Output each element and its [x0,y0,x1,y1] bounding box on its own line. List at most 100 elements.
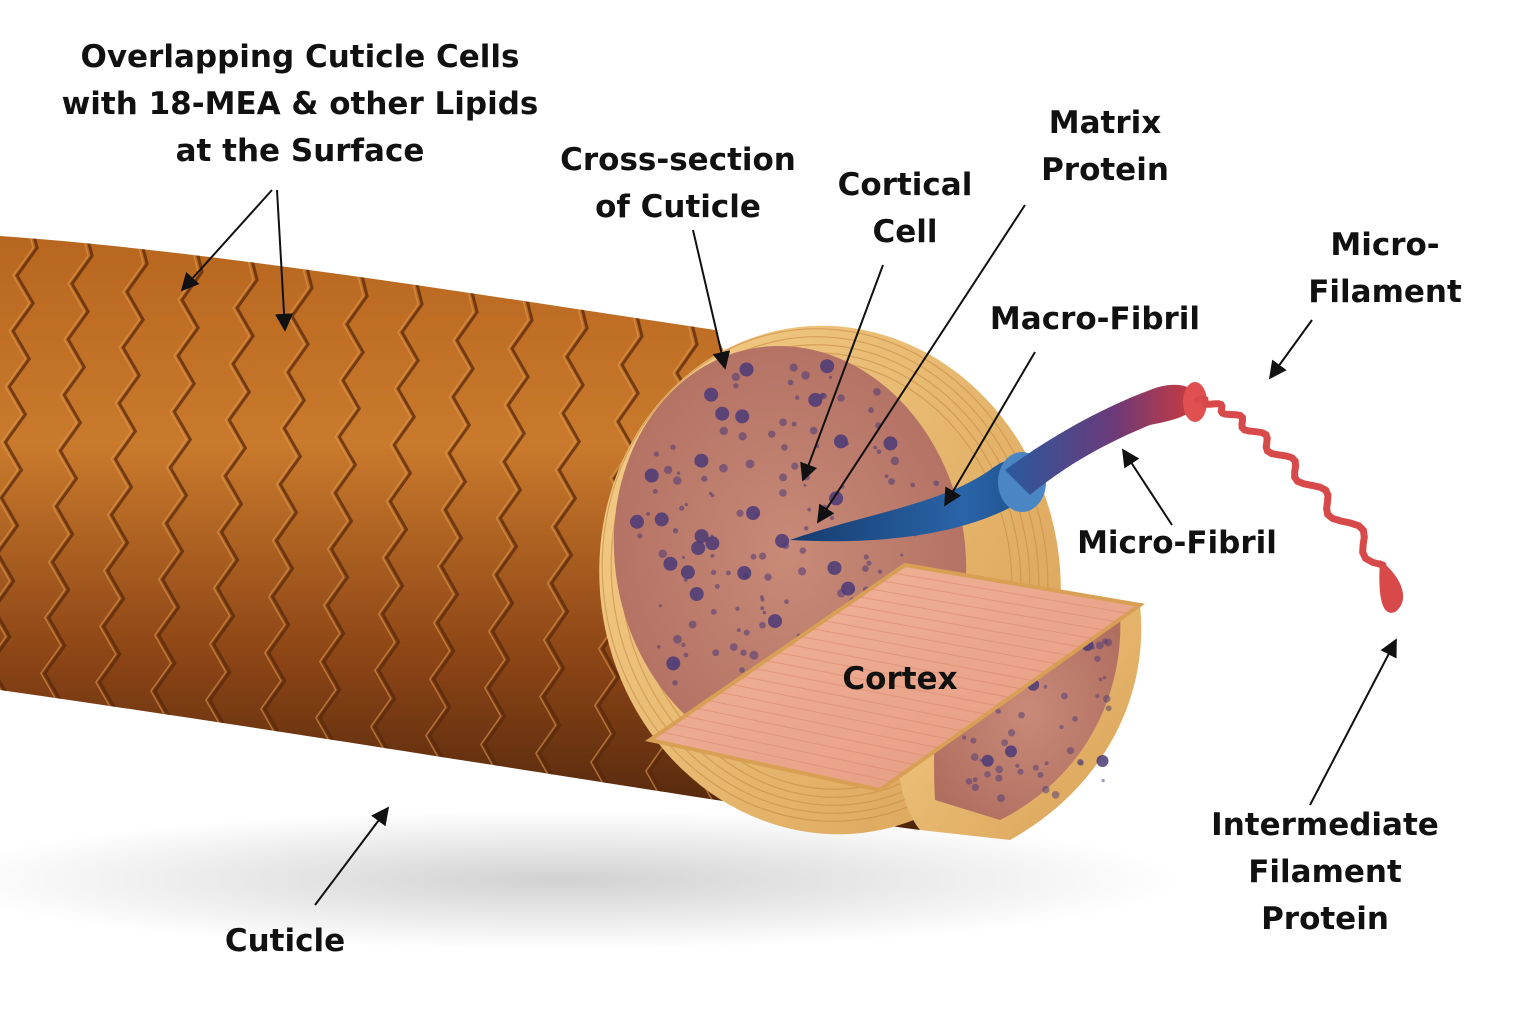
cortical-cell-dot [768,614,782,629]
slab-cortical-dot [984,771,991,778]
cortical-cell-dot [837,394,845,402]
slab-cortical-dot [1105,705,1112,712]
slab-cortical-dot [965,778,973,785]
cuticle-scale-highlight [201,251,254,757]
cortex-fiber-line [870,588,1105,631]
slab-cortical-dot [1042,785,1050,794]
arrow-icon [1122,448,1173,526]
cortical-cell-dot [900,553,904,557]
cortical-cell-dot [673,634,682,644]
cortical-cell-dot [910,482,916,488]
cortical-cell-dot [701,475,708,482]
slab-cortical-dot [979,758,983,762]
ground-shadow [0,810,1180,950]
cuticle-scale-highlight [476,291,529,802]
cortical-cell-dot [630,514,644,529]
cuticle-scale-edge [149,243,204,748]
arrow-icon [314,806,390,906]
cortex-fiber-line [696,707,928,757]
cortex-fiber-line [835,612,1070,656]
cortical-cell-dot [683,652,689,658]
cuticle-scale-highlight [531,299,584,811]
cortical-cell-dot [679,505,685,511]
cortex-fiber-line [742,675,975,724]
cortical-cell-dot [740,649,747,656]
cuticle-scale-highlight [0,236,34,721]
label-line: Protein [1041,152,1169,188]
cortical-cell-dot [750,553,757,560]
cortical-cell-dot [888,478,896,485]
cortical-cell-dot [890,456,900,466]
label-line: Matrix [1048,105,1162,141]
cortical-cell-dot [691,541,706,555]
cuticle-scale-highlight [421,283,474,793]
arrow-icon [800,264,884,482]
cortical-cell-dot [866,560,872,566]
cortical-cell-dot [829,375,833,379]
label-line: with 18-MEA & other Lipids [61,86,539,122]
cortex-fiber-line [707,699,940,749]
cortical-cell-dot [779,418,787,427]
cortical-cell-dot [841,581,856,596]
cortical-cell-dot [762,610,767,615]
cortical-cell-dot [807,507,812,512]
label-line: Cell [872,214,938,250]
label-line: Micro-Fibril [1077,525,1277,561]
cortical-cell-dot [688,620,697,629]
cuticle-scale-highlight [256,259,309,766]
label-line: Overlapping Cuticle Cells [80,39,520,75]
label-line: Micro- [1330,227,1440,263]
cortical-cell-dot [779,489,787,497]
cortical-cell-dot [819,392,826,398]
cuticle-scales [0,236,754,830]
slab-cortical-dot [1018,711,1025,719]
cortical-cell-dot [746,506,761,520]
cortical-cell-dot [715,406,730,421]
cuticle-scale-highlight [91,236,144,739]
label-cortical-cell: Cortical Cell [820,162,990,256]
slab-cortical-dot [1044,761,1049,766]
cortical-cell-dot [670,444,676,450]
micro-fibril [1005,384,1200,495]
cortical-cell-dot [743,573,749,579]
slab-cortical-dot [1015,763,1020,768]
arrow-icon [817,204,1026,524]
micro-fibril-end [1183,382,1207,422]
label-macro-fibril: Macro-Fibril [975,296,1215,343]
cortical-cell-dot [666,656,681,671]
cortex-fiber-line [789,644,1022,690]
slab-cortical-dot [970,753,979,761]
cortical-cell-dot [676,471,681,475]
cortex-fiber-line [881,580,1117,623]
slab-cortical-dot [995,765,1003,774]
slab-cortical-dot [1104,638,1113,647]
slab-cortical-dot [1066,746,1075,755]
slab-cortical-dot [1095,693,1100,699]
cortical-cell-dot [829,515,835,521]
label-line: Cross-section [560,142,796,178]
cortical-cell-dot [833,434,848,449]
arrow-icon [1309,638,1397,806]
cortical-cell-dot [710,534,714,538]
cortical-cell-dot [809,426,818,435]
cortical-cell-dot [733,383,739,389]
cuticle-scale-edge [94,236,149,739]
cortical-cell-dot [736,628,741,633]
cortical-cell-dot [764,573,772,581]
cortical-cell-dot [862,565,869,572]
cortex-fiber-line [858,596,1093,640]
cortical-cell-dot [681,555,686,560]
label-line: of Cuticle [595,189,761,225]
cortical-cell-dot [799,547,807,554]
cortical-cell-dot [646,511,651,516]
arrow-icon [944,351,1036,507]
cuticle-scale-highlight [146,243,199,748]
slab-cortical-dot [1051,790,1060,799]
slab-cortical-dot [1096,755,1109,767]
cortical-cell-dot [663,465,673,475]
cuticle-scale-highlight [36,236,89,730]
label-overlapping-cuticle-cells: Overlapping Cuticle Cells with 18-MEA & … [50,34,550,175]
label-line: Intermediate [1211,807,1439,843]
cortex-slab-top [645,562,1146,793]
cortical-cell-dot [791,462,799,470]
